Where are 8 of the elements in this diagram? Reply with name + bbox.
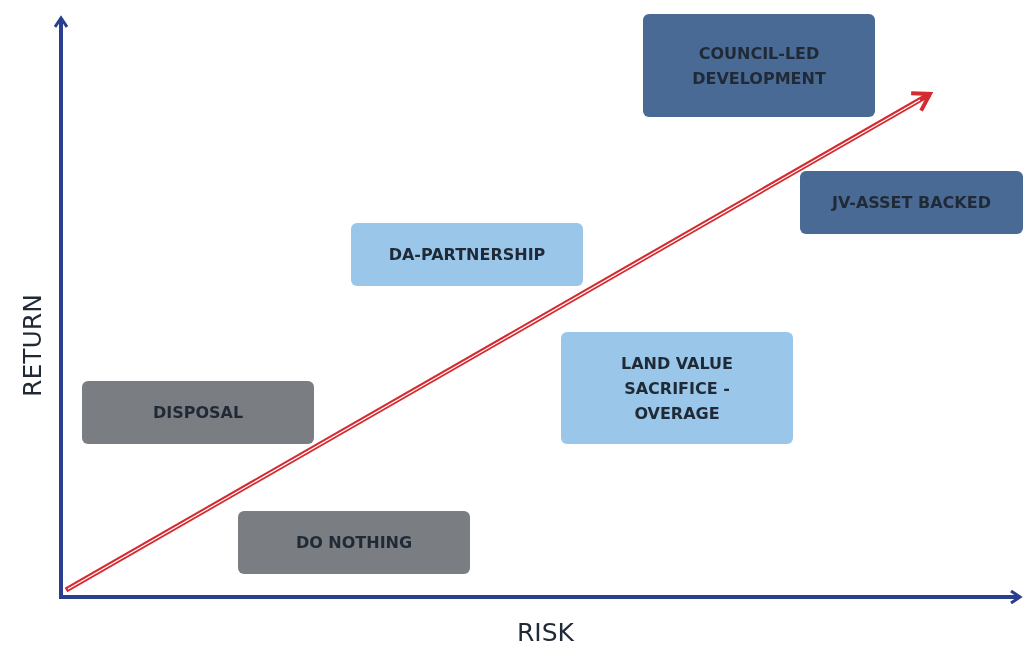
option-box: JV-ASSET BACKED xyxy=(800,171,1023,234)
option-box: DISPOSAL xyxy=(82,381,314,444)
axis-label: RISK xyxy=(517,618,574,647)
option-box: COUNCIL-LED DEVELOPMENT xyxy=(643,14,875,117)
axis-label: RETURN xyxy=(17,293,47,397)
option-box: LAND VALUE SACRIFICE - OVERAGE xyxy=(561,332,793,444)
option-box: DO NOTHING xyxy=(238,511,470,574)
option-box: DA-PARTNERSHIP xyxy=(351,223,583,286)
